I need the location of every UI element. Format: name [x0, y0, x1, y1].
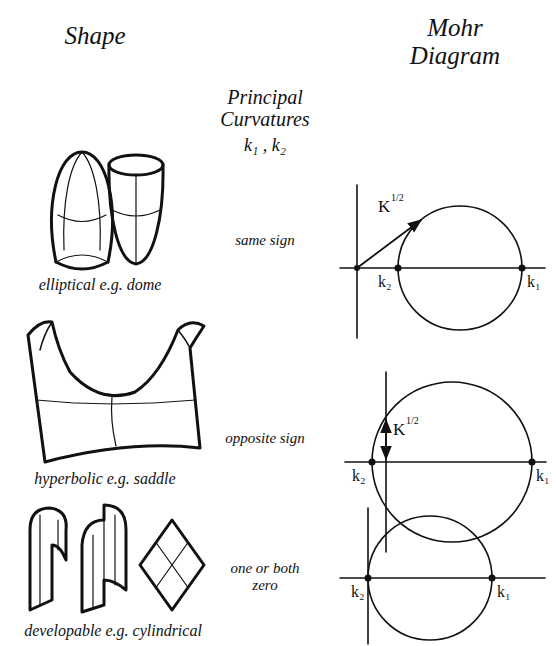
bowl-shape	[109, 155, 163, 264]
saddle-shape	[28, 322, 204, 462]
shape-caption: hyperbolic e.g. saddle	[5, 470, 205, 488]
sign-note: same sign	[230, 232, 300, 249]
column-heading: Shape	[35, 22, 155, 50]
axis-label: K	[393, 421, 405, 440]
exponent: 1/2	[391, 192, 404, 203]
dome-shape	[52, 152, 113, 269]
sign-note: one or both zero	[225, 560, 305, 593]
curvature-label: k₂	[351, 583, 365, 601]
curvature-label: k₂	[378, 273, 392, 291]
mohr-diagram	[340, 185, 545, 338]
shape-caption: elliptical e.g. dome	[5, 276, 195, 294]
twisted-sheet	[82, 505, 126, 612]
column-heading: Principal Curvatures	[210, 86, 320, 130]
curvature-label: k₂	[352, 467, 366, 485]
curvature-label: k₁	[497, 583, 511, 601]
sign-note: opposite sign	[225, 430, 305, 447]
axis-label: K	[378, 198, 390, 217]
cylindrical-sheet	[30, 508, 66, 610]
column-heading: Mohr Diagram	[395, 14, 515, 69]
exponent: 1/2	[406, 415, 419, 426]
flat-plane	[140, 520, 204, 610]
shape-caption: developable e.g. cylindrical	[3, 622, 223, 640]
curvature-label: k₁	[536, 467, 550, 485]
mohr-diagram	[340, 508, 545, 644]
column-heading: k₁ , k₂	[210, 136, 320, 156]
mohr-diagram	[345, 372, 546, 552]
curvature-label: k₁	[527, 273, 541, 291]
